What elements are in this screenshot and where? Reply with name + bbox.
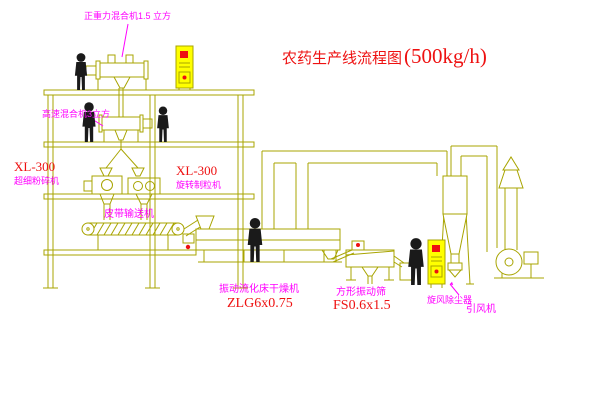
control-panel-1 — [175, 45, 194, 90]
belt-conveyor-drawing — [81, 219, 201, 251]
label-granulator-name: 旋转制粒机 — [176, 180, 222, 190]
rotary-granulator-drawing — [127, 177, 161, 220]
label-screen-model: FS0.6x1.5 — [333, 298, 391, 313]
splitter-duct — [99, 129, 145, 177]
gravity-mixer-drawing — [85, 54, 149, 117]
vibrating-screen-drawing — [345, 240, 415, 284]
label-fan: 引风机 — [466, 304, 496, 315]
exhaust-stack-drawing — [498, 156, 524, 250]
label-fine-mill-model: XL-300 — [14, 159, 56, 174]
title-text: 农药生产线流程图 — [282, 50, 403, 67]
high-speed-mixer-drawing — [98, 114, 153, 142]
title-capacity: (500kg/h) — [404, 44, 487, 68]
label-cyclone: 旋风除尘器 — [427, 295, 473, 305]
person-figure — [247, 217, 263, 262]
fluid-bed-dryer-drawing — [195, 215, 355, 263]
person-figure — [74, 53, 88, 90]
building-structure — [43, 89, 255, 289]
label-gravity-mixer: 正重力混合机1.5 立方 — [84, 11, 172, 21]
label-dryer-model: ZLG6x0.75 — [227, 296, 293, 311]
label-dryer-name: 振动流化床干燥机 — [219, 284, 299, 295]
control-panel-2 — [427, 239, 446, 288]
person-figure — [408, 238, 424, 285]
label-granulator-model: XL-300 — [176, 163, 218, 178]
label-screen-name: 方形振动筛 — [336, 287, 386, 298]
fine-mill-drawing — [83, 175, 123, 220]
label-belt-conveyor: 皮带输送机 — [104, 209, 154, 220]
label-fine-mill-name: 超细粉碎机 — [14, 176, 60, 186]
fan-drawing — [494, 248, 544, 279]
exhaust-duct — [261, 150, 448, 229]
fan-duct — [451, 145, 498, 252]
person-figure — [157, 106, 169, 142]
diagram-title: 农药生产线流程图 (500kg/h) — [282, 44, 487, 69]
label-high-speed-mixer: 高速混合机3立方 — [42, 109, 111, 119]
